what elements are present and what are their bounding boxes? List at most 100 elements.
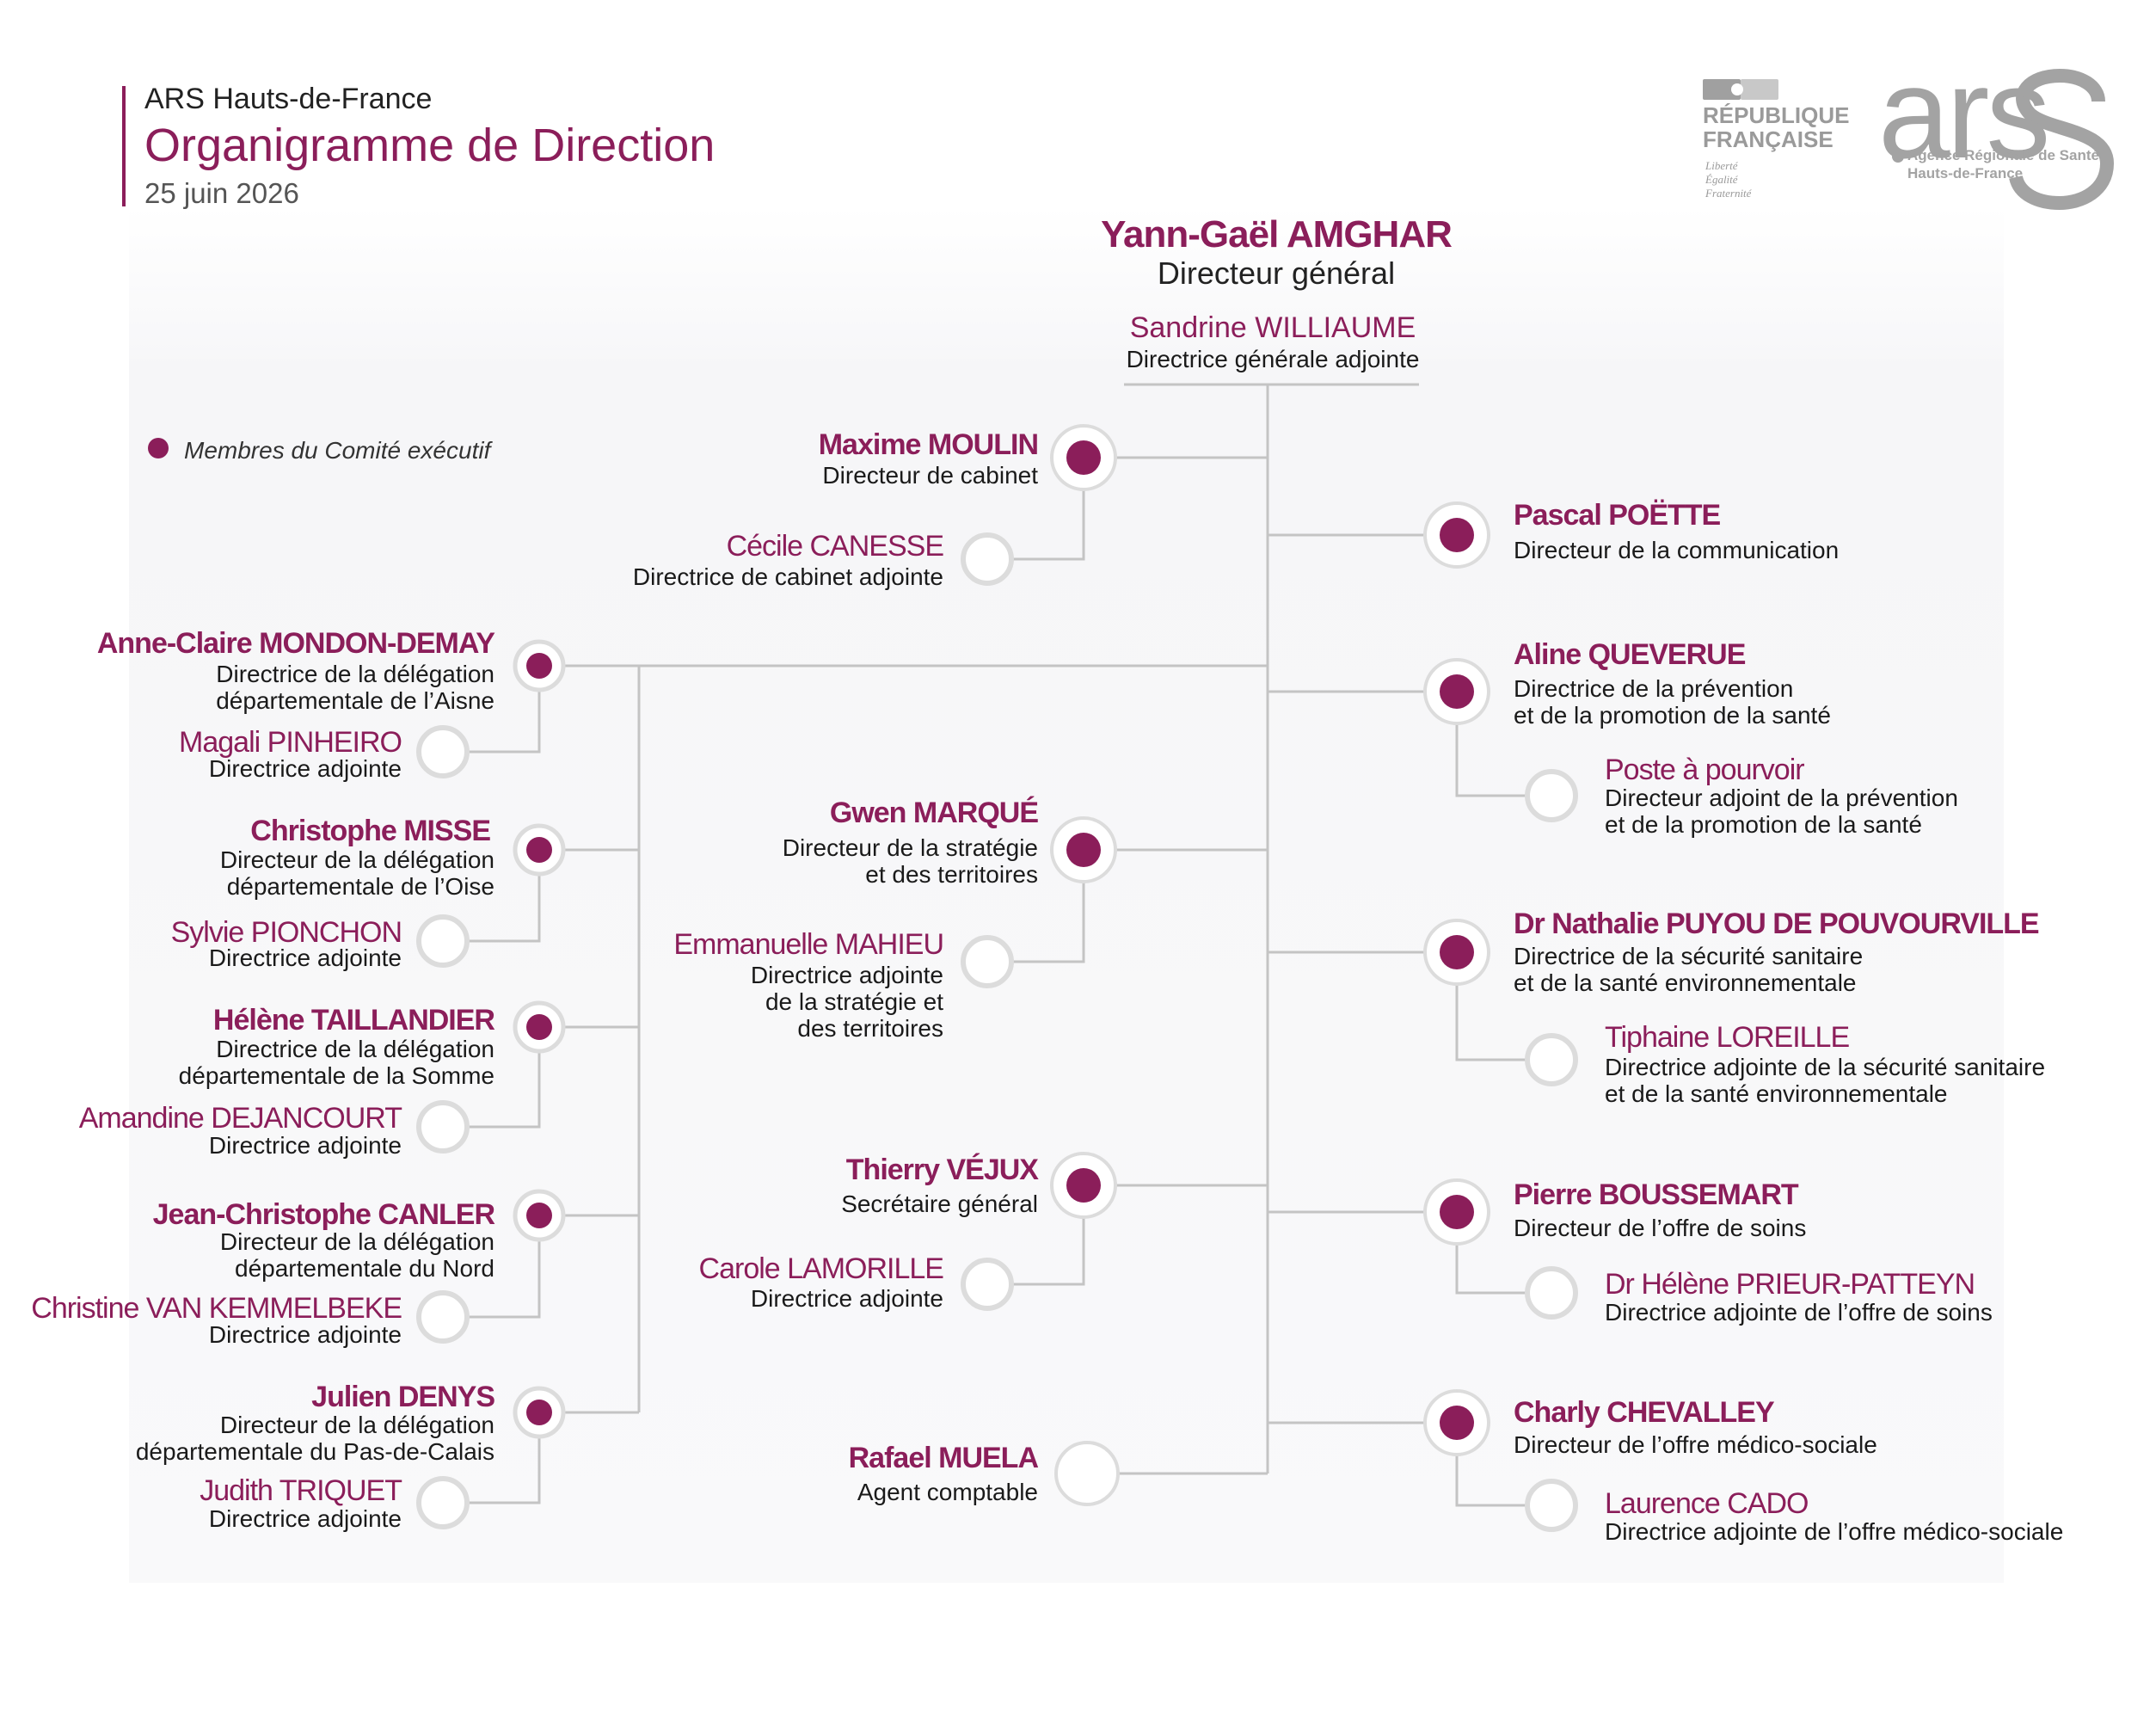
center-deputy-name: Carole LAMORILLE [698,1252,944,1285]
center-director-name: Gwen MARQUÉ [829,797,1039,829]
center-director-role: Agent comptable [857,1479,1038,1505]
member-node [416,725,470,778]
committee-nodes [513,424,1490,1456]
department-deputy-role: Directrice adjointe [208,1321,402,1348]
member-node [1525,1479,1578,1532]
department-deputy-name: Sylvie PIONCHON [170,916,402,949]
connector [1012,1218,1085,1286]
member-node [1525,1033,1578,1086]
member-node [416,1290,470,1344]
ars-dot-icon [1892,151,1904,163]
member-node [1525,769,1578,822]
department-deputy-role: Directrice adjointe [208,944,402,971]
exec-node [513,1000,566,1054]
connector [467,1437,541,1504]
department-director-role: Directeur de la délégation départemental… [219,1228,494,1282]
exec-node [513,639,566,692]
exec-node [513,1189,566,1242]
republique-francaise-logo-text: RÉPUBLIQUE FRANÇAISE [1703,102,1850,152]
department-deputy-role: Directrice adjointe [208,1505,402,1532]
connector [1455,724,1527,797]
right-deputy-role: Directrice adjointe de l’offre médico-so… [1605,1518,2064,1545]
department-director-role: Directeur de la délégation départemental… [135,1412,494,1465]
exec-node [513,823,566,877]
right-deputy-name: Poste à pourvoir [1605,754,1805,786]
member-node [961,1258,1014,1311]
connector [1455,985,1527,1061]
connector [1012,490,1085,561]
header-accent-bar [122,86,126,206]
connector [1455,1245,1527,1295]
connector [467,1240,541,1319]
ars-logo-subtitle: Agence Régionale de Santé Hauts-de-Franc… [1907,147,2099,181]
deputy-director-general-role: Directrice générale adjointe [1126,346,1420,372]
member-nodes [416,532,1578,1532]
organization-name: ARS Hauts-de-France [144,83,433,115]
center-director-role: Directeur de la stratégie et des territo… [782,834,1038,888]
department-director-name: Jean-Christophe CANLER [152,1198,495,1231]
deputy-director-general-name: Sandrine WILLIAUME [1129,311,1416,344]
center-director-role: Secrétaire général [841,1191,1038,1217]
center-deputy-name: Cécile CANESSE [726,530,944,563]
right-director-role: Directrice de la prévention et de la pro… [1514,675,1831,729]
right-director-name: Charly CHEVALLEY [1514,1396,1775,1429]
connector [467,690,541,754]
member-node [416,914,470,968]
center-deputy-name: Emmanuelle MAHIEU [673,928,944,961]
member-node [416,1476,470,1529]
right-deputy-name: Tiphaine LOREILLE [1605,1021,1850,1054]
exec-node [1050,816,1117,883]
department-deputy-name: Judith TRIQUET [200,1474,402,1507]
center-deputy-role: Directrice de cabinet adjointe [632,563,943,590]
right-director-role: Directrice de la sécurité sanitaire et d… [1514,943,1864,996]
connector [1012,883,1085,963]
member-node [1525,1266,1578,1320]
center-director-name: Thierry VÉJUX [845,1154,1039,1186]
exec-node [1050,424,1117,491]
center-director-name: Rafael MUELA [848,1442,1039,1474]
connector [467,1051,541,1129]
center-deputy-role: Directrice adjointe de la stratégie et d… [750,962,943,1042]
right-deputy-role: Directrice adjointe de la sécurité sanit… [1605,1054,2046,1107]
right-director-name: Pierre BOUSSEMART [1514,1178,1799,1211]
right-director-role: Directeur de la communication [1514,537,1840,563]
right-director-role: Directeur de l’offre de soins [1514,1215,1807,1241]
ars-logo-icon [2009,68,2115,211]
center-director-role: Directeur de cabinet [822,462,1038,489]
right-director-name: Pascal POËTTE [1514,499,1721,532]
department-director-role: Directrice de la délégation départementa… [178,1036,494,1089]
right-deputy-role: Directrice adjointe de l’offre de soins [1605,1299,1993,1326]
exec-node [1423,1389,1490,1456]
exec-node [1423,919,1490,986]
exec-node [1423,1178,1490,1246]
exec-node [1423,501,1490,569]
right-deputy-role: Directeur adjoint de la prévention et de… [1605,784,1958,838]
member-node [961,532,1014,586]
department-deputy-role: Directrice adjointe [208,755,402,782]
connector [467,874,541,943]
department-director-name: Julien DENYS [311,1381,495,1413]
member-node [961,935,1014,988]
ars-logo-wordmark: ars [1878,40,2050,185]
department-director-role: Directeur de la délégation départemental… [219,846,494,900]
center-director-name: Maxime MOULIN [818,428,1039,461]
right-deputy-name: Laurence CADO [1605,1487,1809,1520]
department-deputy-name: Christine VAN KEMMELBEKE [31,1292,402,1325]
republique-motto: Liberté Égalité Fraternité [1705,159,1752,200]
department-director-name: Hélène TAILLANDIER [212,1004,495,1037]
right-director-name: Dr Nathalie PUYOU DE POUVOURVILLE [1514,907,2040,940]
department-deputy-role: Directrice adjointe [208,1132,402,1159]
exec-node [1423,658,1490,725]
member-node [416,1100,470,1154]
page-date: 25 juin 2026 [144,177,299,209]
exec-node [513,1386,566,1439]
director-general-name: Yann-Gaël AMGHAR [1101,213,1453,255]
department-deputy-name: Amandine DEJANCOURT [78,1102,402,1135]
department-deputy-name: Magali PINHEIRO [179,726,402,759]
connector [1455,1455,1527,1507]
page-title: Organigramme de Direction [144,120,716,171]
department-director-name: Anne-Claire MONDON-DEMAY [96,627,495,660]
right-director-name: Aline QUEVERUE [1514,638,1746,671]
legend-dot-icon [148,438,169,458]
